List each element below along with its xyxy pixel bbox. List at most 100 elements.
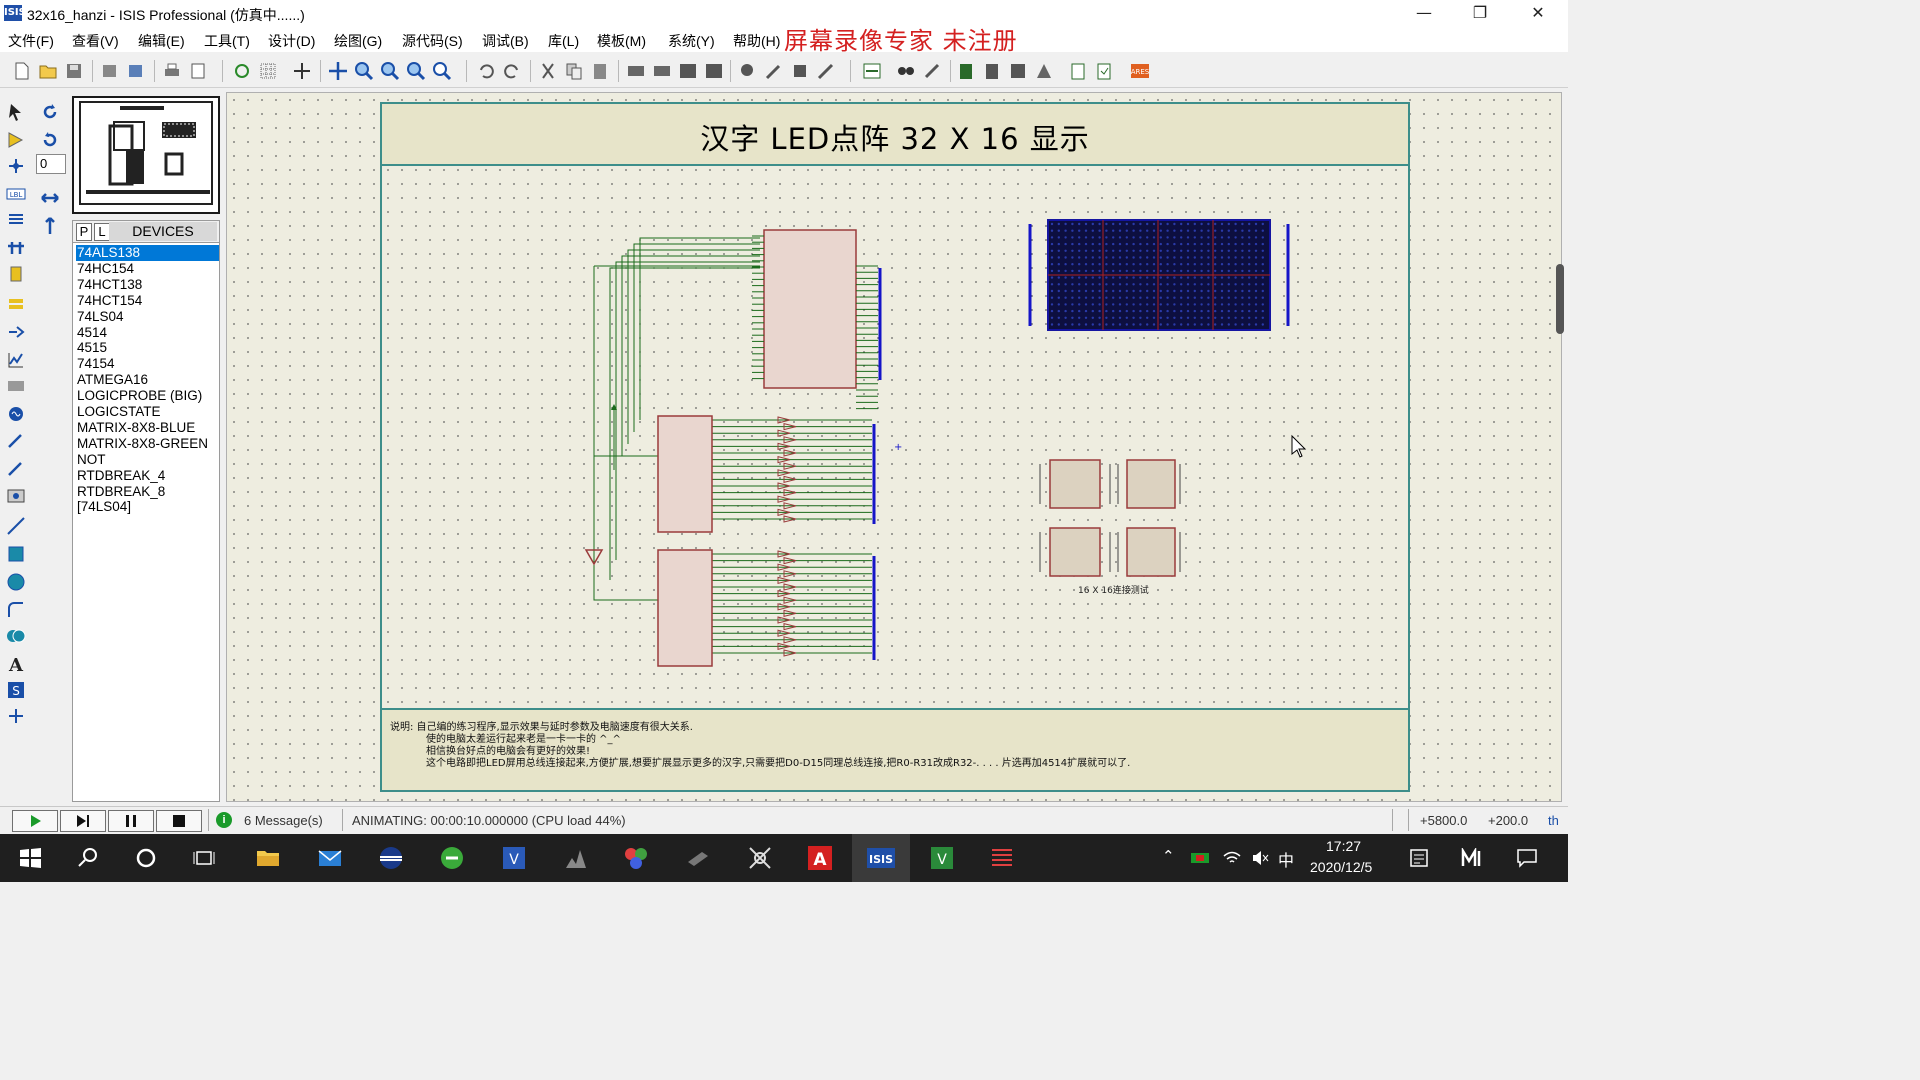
search-icon[interactable]: [896, 61, 916, 81]
isis-taskbar-active[interactable]: ISIS: [852, 834, 910, 882]
test-matrix-1[interactable]: [1049, 459, 1101, 509]
menu-edit[interactable]: 编辑(E): [138, 33, 185, 49]
windows-start-icon[interactable]: [16, 844, 44, 872]
marker-tool-icon[interactable]: [6, 706, 26, 726]
make-device-icon[interactable]: [764, 61, 784, 81]
device-list-item[interactable]: 74154: [77, 356, 115, 372]
vertical-scrollbar-thumb[interactable]: [1556, 264, 1564, 334]
clock-date[interactable]: 2020/12/5: [1310, 859, 1373, 875]
device-list-item[interactable]: RTDBREAK_4: [77, 467, 166, 483]
rotate-anticlockwise-icon[interactable]: [40, 130, 60, 150]
menu-library[interactable]: 库(L): [548, 33, 580, 49]
device-list-item[interactable]: ATMEGA16: [77, 372, 149, 388]
block-move-icon[interactable]: [652, 61, 672, 81]
block-rotate-icon[interactable]: [678, 61, 698, 81]
menu-view[interactable]: 查看(V): [72, 33, 119, 49]
device-list-item[interactable]: NOT: [77, 451, 106, 467]
path-draw-icon[interactable]: [6, 626, 26, 646]
notes-icon[interactable]: [1408, 848, 1430, 868]
zoom-out-icon[interactable]: [380, 61, 400, 81]
file-explorer-icon[interactable]: [254, 844, 282, 872]
device-list-item[interactable]: [74LS04]: [77, 499, 132, 515]
generator-icon[interactable]: [6, 404, 26, 424]
mail-icon[interactable]: [316, 844, 344, 872]
undo-icon[interactable]: [476, 61, 496, 81]
test-matrix-4[interactable]: [1126, 527, 1176, 577]
save-icon[interactable]: [64, 61, 84, 81]
box-draw-icon[interactable]: [6, 544, 26, 564]
ares-icon[interactable]: [988, 844, 1016, 872]
device-list-item[interactable]: MATRIX-8X8-BLUE: [77, 419, 196, 435]
play-button[interactable]: [12, 810, 58, 832]
visual-studio-icon[interactable]: V: [500, 844, 528, 872]
vs-green-icon[interactable]: V: [928, 844, 956, 872]
overview-window[interactable]: [72, 96, 220, 214]
text-tool-icon[interactable]: A: [6, 654, 26, 674]
selection-mode-icon[interactable]: [6, 102, 26, 122]
arc-draw-icon[interactable]: [6, 600, 26, 620]
not-gate[interactable]: [584, 549, 604, 566]
rotation-angle-field[interactable]: 0: [36, 154, 66, 174]
menu-source[interactable]: 源代码(S): [402, 33, 463, 49]
device-list-item[interactable]: LOGICSTATE: [77, 404, 161, 419]
electrical-check-icon[interactable]: [1094, 61, 1114, 81]
device-list-item[interactable]: RTDBREAK_8: [77, 483, 166, 499]
task-view-icon[interactable]: [190, 844, 218, 872]
virtual-instrument-icon[interactable]: [6, 486, 26, 506]
close-button[interactable]: ✕: [1531, 3, 1545, 22]
test-matrix-2[interactable]: [1126, 459, 1176, 509]
wire-label-icon[interactable]: LBL: [6, 184, 26, 204]
book-icon[interactable]: [684, 844, 712, 872]
stop-button[interactable]: [156, 810, 202, 832]
step-button[interactable]: [60, 810, 106, 832]
mirror-vertical-icon[interactable]: [40, 216, 60, 236]
zoom-to-child-icon[interactable]: [1034, 61, 1054, 81]
units-toggle[interactable]: th: [1548, 813, 1559, 828]
import-icon[interactable]: [100, 61, 120, 81]
copy-icon[interactable]: [564, 61, 584, 81]
menu-template[interactable]: 模板(M): [597, 33, 646, 49]
menu-debug[interactable]: 调试(B): [482, 33, 529, 49]
wifi-icon[interactable]: [1222, 848, 1242, 868]
device-list-item[interactable]: 74HCT154: [77, 292, 143, 308]
menu-system[interactable]: 系统(Y): [668, 33, 715, 49]
info-icon[interactable]: i: [216, 812, 232, 828]
block-delete-icon[interactable]: [704, 61, 724, 81]
menu-graph[interactable]: 绘图(G): [334, 33, 383, 49]
rotate-clockwise-icon[interactable]: [40, 102, 60, 122]
area-icon[interactable]: [188, 61, 208, 81]
menu-help[interactable]: 帮助(H): [733, 33, 781, 49]
decompose-icon[interactable]: [816, 61, 836, 81]
open-folder-icon[interactable]: [38, 61, 58, 81]
device-list-item[interactable]: 74LS04: [77, 308, 124, 324]
tray-app-icon[interactable]: [1190, 850, 1210, 866]
device-pins-icon[interactable]: [6, 322, 26, 342]
remove-sheet-icon[interactable]: [982, 61, 1002, 81]
mirror-horizontal-icon[interactable]: [40, 188, 60, 208]
junction-dot-icon[interactable]: [6, 156, 26, 176]
current-probe-icon[interactable]: [6, 458, 26, 478]
decoder-4514-bottom[interactable]: [657, 549, 713, 667]
print-icon[interactable]: [162, 61, 182, 81]
device-list-item[interactable]: 74HCT138: [77, 276, 143, 292]
grid-icon[interactable]: [258, 61, 278, 81]
device-list-item[interactable]: LOGICPROBE (BIG): [77, 388, 203, 404]
export-icon[interactable]: [126, 61, 146, 81]
component-mode-icon[interactable]: [6, 130, 26, 150]
exit-to-parent-icon[interactable]: [1008, 61, 1028, 81]
line-draw-icon[interactable]: [6, 516, 26, 536]
bill-of-materials-icon[interactable]: [1068, 61, 1088, 81]
acrobat-icon[interactable]: A: [806, 844, 834, 872]
tape-recorder-icon[interactable]: [6, 376, 26, 396]
m-app-icon[interactable]: [1460, 848, 1486, 868]
paste-icon[interactable]: [590, 61, 610, 81]
device-list-item[interactable]: 4514: [77, 324, 108, 340]
schematic-canvas[interactable]: [226, 92, 1562, 802]
pick-device-icon[interactable]: [738, 61, 758, 81]
text-script-icon[interactable]: [6, 210, 26, 230]
device-list-item[interactable]: 74ALS138: [76, 245, 219, 261]
origin-icon[interactable]: [292, 61, 312, 81]
package-tool-icon[interactable]: [790, 61, 810, 81]
new-file-icon[interactable]: [12, 61, 32, 81]
decoder-4514-top[interactable]: [657, 415, 713, 533]
